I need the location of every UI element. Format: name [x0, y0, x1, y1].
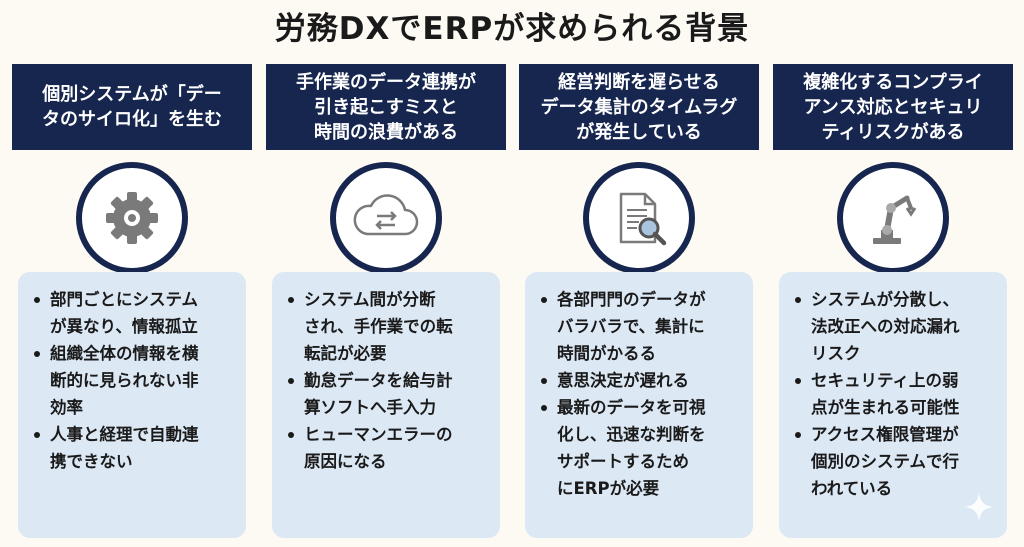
icon-circle — [76, 162, 188, 274]
robot-arm-icon — [873, 195, 917, 244]
column-data-silo: 個別システムが「デー タのサイロ化」を生む 部門ごとにシステム が異なり、情報孤… — [12, 64, 252, 542]
bullet-item: 組織全体の情報を横 断的に見られない非 効率 — [34, 340, 236, 421]
column-header-text: 手作業のデータ連携が 引き起こすミスと 時間の浪費がある — [296, 71, 476, 143]
page-title: 労務DXでERPが求められる背景 — [274, 11, 750, 47]
column-header-text: 複雑化するコンプライ アンス対応とセキュリ ティリスクがある — [803, 71, 983, 143]
bullet-list: 各部門門のデータが バラバラで、集計に 時間がかるる 意思決定が遅れる 最新のデ… — [525, 272, 753, 502]
bullet-item: セキュリティ上の弱 点が生まれる可能性 — [795, 367, 997, 421]
cloud-sync-icon — [353, 194, 419, 236]
column-manual-integration: 手作業のデータ連携が 引き起こすミスと 時間の浪費がある システム間が分断 され… — [266, 64, 506, 542]
column-header-text: 経営判断を遅らせる データ集計のタイムラグ が発生している — [540, 71, 738, 143]
bullet-item: 勤怠データを給与計 算ソフトへ手入力 — [288, 367, 490, 421]
icon-circle — [330, 162, 442, 274]
bullet-item: システム間が分断 され、手作業での転 転記が必要 — [288, 286, 490, 367]
bullet-list: システムが分散し、 法改正への対応漏れ リスク セキュリティ上の弱 点が生まれる… — [779, 272, 1007, 502]
bullet-item: 各部門門のデータが バラバラで、集計に 時間がかるる — [541, 286, 743, 367]
column-time-lag: 経営判断を遅らせる データ集計のタイムラグ が発生している 各部門門のデータが … — [519, 64, 759, 542]
column-header: 複雑化するコンプライ アンス対応とセキュリ ティリスクがある — [773, 64, 1013, 150]
column-header: 個別システムが「デー タのサイロ化」を生む — [12, 64, 252, 150]
bullet-item: アクセス権限管理が 個別のシステムで行 われている — [795, 421, 997, 502]
bullet-item: ヒューマンエラーの 原因になる — [288, 421, 490, 475]
bullet-item: システムが分散し、 法改正への対応漏れ リスク — [795, 286, 997, 367]
bullet-card: システム間が分断 され、手作業での転 転記が必要 勤怠データを給与計 算ソフトへ… — [272, 272, 500, 538]
bullet-item: 意思決定が遅れる — [541, 367, 743, 394]
bullet-item: 部門ごとにシステム が異なり、情報孤立 — [34, 286, 236, 340]
sparkle-icon — [964, 492, 994, 522]
bullet-card: 部門ごとにシステム が異なり、情報孤立 組織全体の情報を横 断的に見られない非 … — [18, 272, 246, 538]
icon-circle — [583, 162, 695, 274]
column-header: 手作業のデータ連携が 引き起こすミスと 時間の浪費がある — [266, 64, 506, 150]
gear-icon — [106, 192, 158, 244]
bullet-item: 最新のデータを可視 化し、迅速な判断を サポートするため にERPが必要 — [541, 394, 743, 502]
bullet-card: 各部門門のデータが バラバラで、集計に 時間がかるる 意思決定が遅れる 最新のデ… — [525, 272, 753, 538]
bullet-list: システム間が分断 され、手作業での転 転記が必要 勤怠データを給与計 算ソフトへ… — [272, 272, 500, 475]
column-compliance-risk: 複雑化するコンプライ アンス対応とセキュリ ティリスクがある システムが分散し、… — [773, 64, 1013, 542]
bullet-list: 部門ごとにシステム が異なり、情報孤立 組織全体の情報を横 断的に見られない非 … — [18, 272, 246, 475]
column-header-text: 個別システムが「デー タのサイロ化」を生む — [42, 84, 222, 130]
bullet-item: 人事と経理で自動連 携できない — [34, 421, 236, 475]
bullet-card: システムが分散し、 法改正への対応漏れ リスク セキュリティ上の弱 点が生まれる… — [779, 272, 1007, 538]
document-search-icon — [619, 192, 667, 246]
column-header: 経営判断を遅らせる データ集計のタイムラグ が発生している — [519, 64, 759, 150]
icon-circle — [837, 162, 949, 274]
